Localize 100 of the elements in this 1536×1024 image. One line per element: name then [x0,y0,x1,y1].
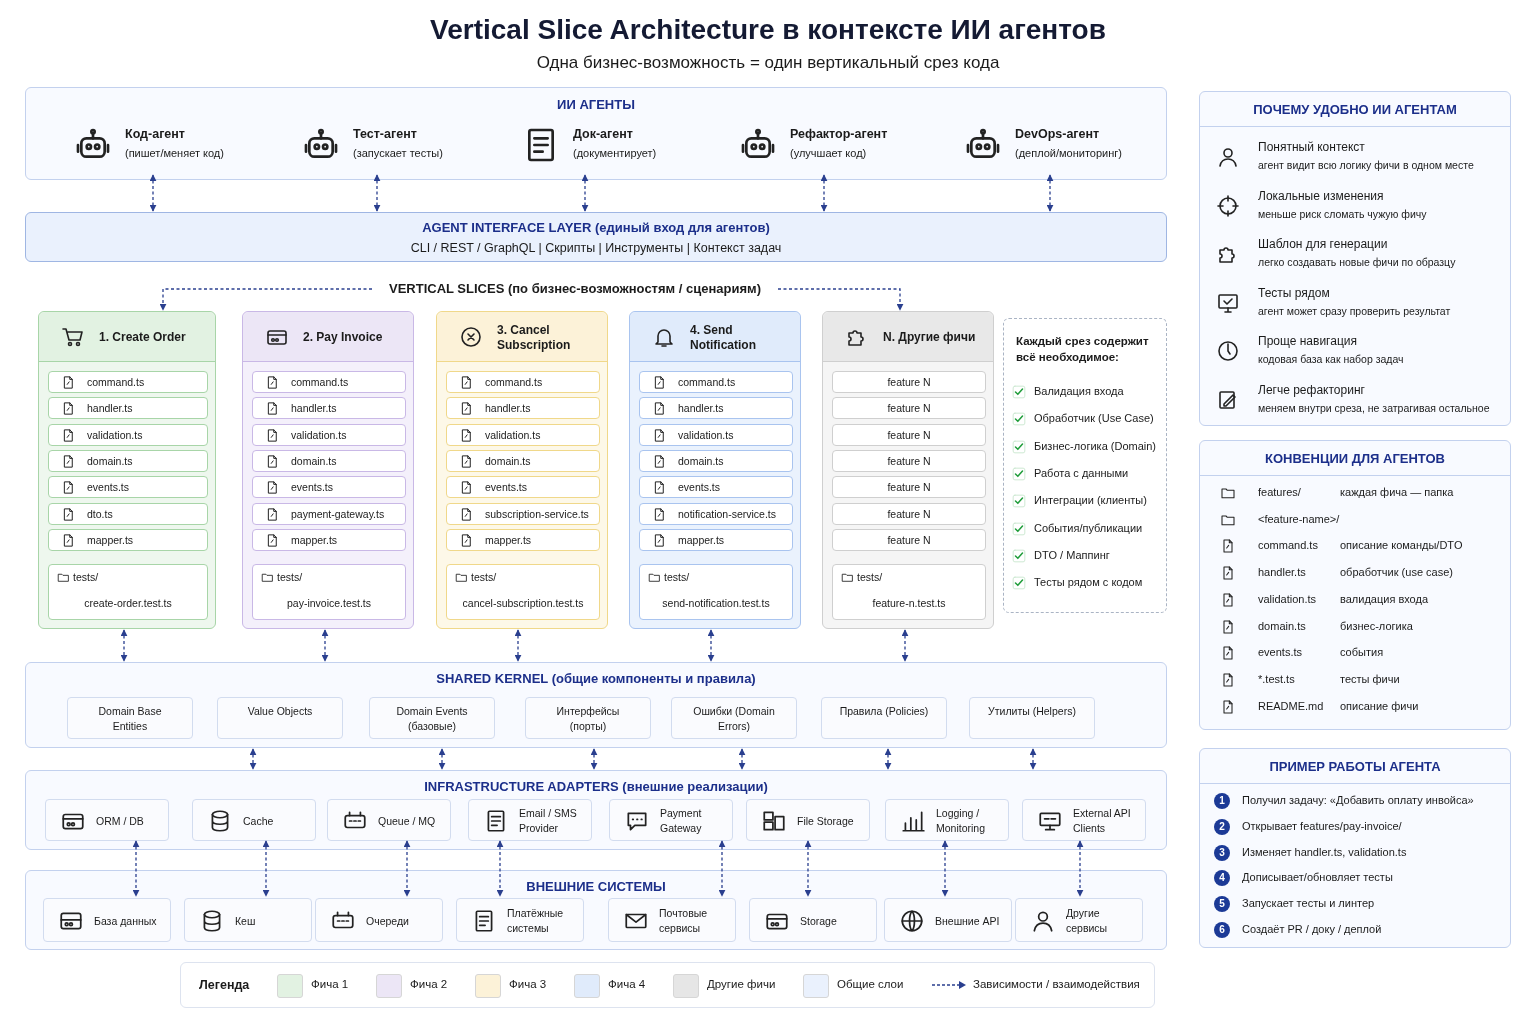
file-name: validation.ts [485,428,541,441]
file-row [48,397,208,420]
layer-panel [25,870,1167,950]
step-text: Запускает тесты и линтер [1242,897,1375,910]
system-name: Другие сервисы [1066,906,1109,936]
benefit-title: Шаблон для генерации [1258,237,1388,251]
arrow [1046,174,1054,212]
file-row [48,449,208,472]
convention-description: тесты фичи [1340,672,1400,685]
file-row [446,423,600,446]
file-name: command.ts [485,376,543,388]
agent-description: (улучшает код) [790,147,867,159]
slice-card [822,311,994,629]
system-card [749,898,877,942]
arrow [804,840,812,897]
test-file-name: feature-n.test.ts [871,597,947,609]
adapter-name: External API Clients [1073,806,1132,836]
tests-folder-card [639,564,793,620]
convention-description: валидация входа [1340,592,1429,605]
legend-label: Зависимости / взаимодействия [973,978,1140,990]
agent-name: Рефактор-агент [790,127,888,141]
file-name: validation.ts [678,428,734,441]
layer-panel [25,87,1167,180]
diagram-subtitle: Одна бизнес-возможность = один вертикальный срез кода [535,53,1001,73]
component-card [525,697,651,739]
benefit-title: Понятный контекст [1258,140,1365,154]
system-name: Почтовые сервисы [659,906,709,936]
file-path: features/ [1258,486,1301,498]
step-text: Создаёт PR / доку / деплой [1242,923,1382,935]
file-name: events.ts [87,481,130,494]
agent-description: (запускает тесты) [353,147,443,159]
file-path: validation.ts [1258,592,1317,605]
file-name: feature N [886,402,932,415]
arrow [249,748,257,770]
file-name: feature N [886,507,932,520]
slice-title: 4. Send Notification [690,323,757,353]
file-row [832,476,986,499]
agent-name: Док-агент [573,127,633,141]
file-path: <feature-name>/ [1258,512,1340,525]
file-row [446,476,600,499]
adapter-name: Cache [243,813,275,829]
system-card [1015,898,1143,942]
component-card [217,697,343,739]
tests-folder-card [446,564,600,620]
diagram-title: Vertical Slice Architecture в контексте ИИ агентов [429,14,1107,46]
file-name: command.ts [678,376,736,388]
benefit-title: Тесты рядом [1258,285,1330,300]
arrow [884,748,892,770]
file-row [639,449,793,472]
file-path: *.test.ts [1258,672,1295,685]
file-row [252,371,406,393]
slice-title: 3. Cancel Subscription [497,323,572,353]
panel-heading: КОНВЕНЦИИ ДЛЯ АГЕНТОВ [1264,451,1446,466]
file-path: domain.ts [1258,619,1306,632]
file-name: dto.ts [87,507,113,520]
slice-title: 1. Create Order [99,330,187,345]
arrow [1076,840,1084,897]
file-name: command.ts [87,376,145,388]
arrow [403,840,411,897]
convention-description: каждая фича — папка [1340,486,1454,498]
benefit-title: Локальные изменения [1258,188,1384,203]
system-card [315,898,443,942]
step-number: 3 [1214,844,1230,861]
file-name: mapper.ts [291,533,338,546]
panel-heading: INFRASTRUCTURE ADAPTERS (внешние реализации) [423,779,769,794]
arrow [707,629,715,662]
folder-name: tests/ [664,571,690,583]
file-row [639,397,793,420]
system-name: Storage [800,913,838,929]
legend-label: Общие слои [837,978,904,990]
adapter-name: Payment Gateway [660,806,703,836]
system-card [884,898,1012,942]
file-row [446,449,600,472]
agent-description: (пишет/меняет код) [125,147,224,159]
adapter-name: File Storage [797,813,855,829]
file-row [446,502,600,525]
convention-description: описание команды/DTO [1340,539,1463,552]
slice-card [629,311,801,629]
file-row [832,449,986,472]
convention-description: бизнес-логика [1340,619,1413,632]
checklist-item: Валидация входа [1034,385,1124,397]
tests-folder-card [832,564,986,620]
step-text: Открывает features/pay-invoice/ [1242,819,1402,832]
arrow [496,840,504,897]
file-name: events.ts [485,481,528,494]
file-row [252,476,406,499]
checklist-item: Работа с данными [1034,466,1129,479]
benefit-title: Проще навигация [1258,334,1357,348]
panel-heading: ВНЕШНИЕ СИСТЕМЫ [525,879,667,894]
step-text: Дописывает/обновляет тесты [1242,871,1393,884]
arrow [262,840,270,897]
component-card [67,697,193,739]
file-row [832,528,986,551]
adapter-card [327,799,451,841]
adapter-card [609,799,733,841]
arrow [321,629,329,662]
file-row [252,502,406,525]
slice-title: N. Другие фичи [883,330,977,345]
test-file-name: cancel-subscription.test.ts [461,597,585,609]
checklist-item: Обработчик (Use Case) [1034,412,1154,425]
